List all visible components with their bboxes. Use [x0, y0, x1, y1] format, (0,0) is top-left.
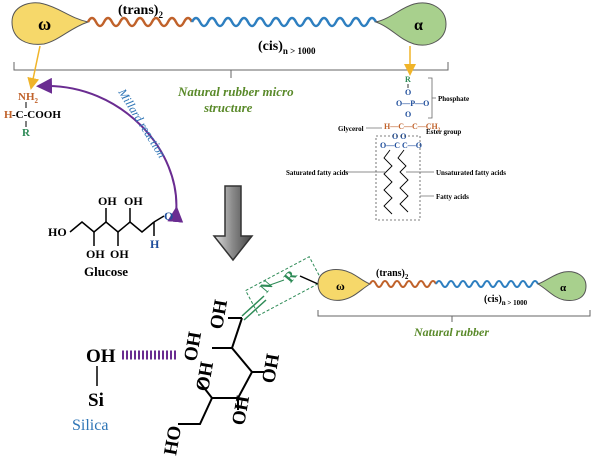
- omega-label-top: ω: [38, 14, 51, 34]
- top-chain-bracket: [13, 62, 449, 78]
- silica-name: Silica: [72, 417, 108, 434]
- glucose-h: H: [150, 237, 160, 251]
- bottom-rubber-chain: N R ω α (trans)2 (cis)n > 1000 Natural r…: [244, 256, 591, 339]
- sugar-oh-e: OH: [228, 394, 254, 427]
- omega-to-amino-arrow: [27, 45, 41, 90]
- silica-oh: OH: [86, 346, 116, 367]
- saturated-tail: [383, 149, 393, 215]
- maillard-label: Millard reaction: [115, 85, 169, 160]
- glucose-name: Glucose: [84, 264, 128, 279]
- pl-o-mid: O: [405, 110, 411, 119]
- amino-h: H: [4, 109, 13, 121]
- trans-chain-top: [86, 16, 194, 28]
- pl-r: R: [405, 75, 411, 84]
- pl-glycerol-row: H—C—C—CH2: [384, 122, 441, 133]
- glucose-oh1: OH: [98, 194, 117, 208]
- silica-si: Si: [88, 390, 104, 411]
- bottom-sugar: [178, 295, 267, 425]
- unsaturated-tail: [397, 149, 409, 213]
- phospholipid: R O O—P—O O Phosphate H—C—C—CH2 Glycerol…: [286, 75, 506, 221]
- omega-label-bottom: ω: [336, 279, 345, 293]
- maillard-arrow: [36, 77, 184, 223]
- link-r: R: [281, 267, 300, 286]
- pl-ester-row: O—C C—O: [380, 141, 422, 150]
- pl-fatty-acid-box: [375, 135, 421, 221]
- sugar-oh-c: OH: [258, 352, 284, 385]
- top-rubber-chain: ω α (trans)2 (cis)n > 1000 Natural rubbe…: [11, 2, 449, 115]
- cis-label-top: (cis)n > 1000: [258, 39, 316, 56]
- pl-saturated-label: Saturated fatty acids: [286, 169, 348, 177]
- glucose-oh3: OH: [86, 247, 105, 261]
- pl-o-top: O: [405, 88, 411, 97]
- sugar-oh-b: OH: [180, 330, 206, 363]
- sugar-oh-a: OH: [206, 298, 232, 331]
- pl-ester-label: Ester group: [426, 128, 461, 136]
- top-caption-line2: structure: [203, 100, 253, 115]
- pl-o-row: O O: [392, 132, 406, 141]
- cis-chain-bottom: [435, 280, 539, 288]
- sugar-oh-d: OH: [192, 360, 218, 393]
- amino-r: R: [22, 127, 31, 139]
- bottom-chain-bracket: [317, 310, 591, 322]
- trans-label-top: (trans)2: [118, 3, 163, 20]
- glucose-oh4: OH: [110, 247, 129, 261]
- process-down-arrow: [212, 185, 254, 262]
- amino-acid: NH2 H -C-COOH R: [4, 91, 61, 139]
- pl-unsaturated-label: Unsaturated fatty acids: [436, 169, 506, 177]
- trans-chain-bottom: [369, 280, 437, 288]
- link-n: N: [257, 277, 276, 296]
- pl-fatty-label: Fatty acids: [436, 193, 469, 201]
- amino-c-row: -C-COOH: [12, 109, 61, 121]
- glucose-o: O: [164, 209, 173, 223]
- top-caption-line1: Natural rubber micro: [177, 84, 294, 99]
- alpha-head-top: [374, 2, 447, 46]
- sugar-ho: HO: [160, 424, 186, 457]
- glucose-oh2: OH: [124, 194, 143, 208]
- cis-chain-top: [190, 16, 378, 28]
- amino-nh2: NH2: [18, 91, 39, 105]
- pl-glycerol-label: Glycerol: [338, 125, 364, 133]
- alpha-label-bottom: α: [560, 282, 567, 294]
- glucose-ho: HO: [48, 225, 67, 239]
- pl-phosphate-label: Phosphate: [438, 95, 469, 103]
- alpha-label-top: α: [414, 17, 423, 34]
- cis-label-bottom: (cis)n > 1000: [484, 294, 528, 307]
- trans-label-bottom: (trans)2: [376, 268, 409, 281]
- glucose: [69, 208, 165, 246]
- alpha-head-bottom: [536, 271, 587, 301]
- silica: OH Si Silica: [72, 346, 176, 434]
- bottom-caption: Natural rubber: [413, 325, 489, 339]
- pl-p-row: O—P—O: [396, 99, 429, 108]
- nr-link-box: [244, 256, 324, 316]
